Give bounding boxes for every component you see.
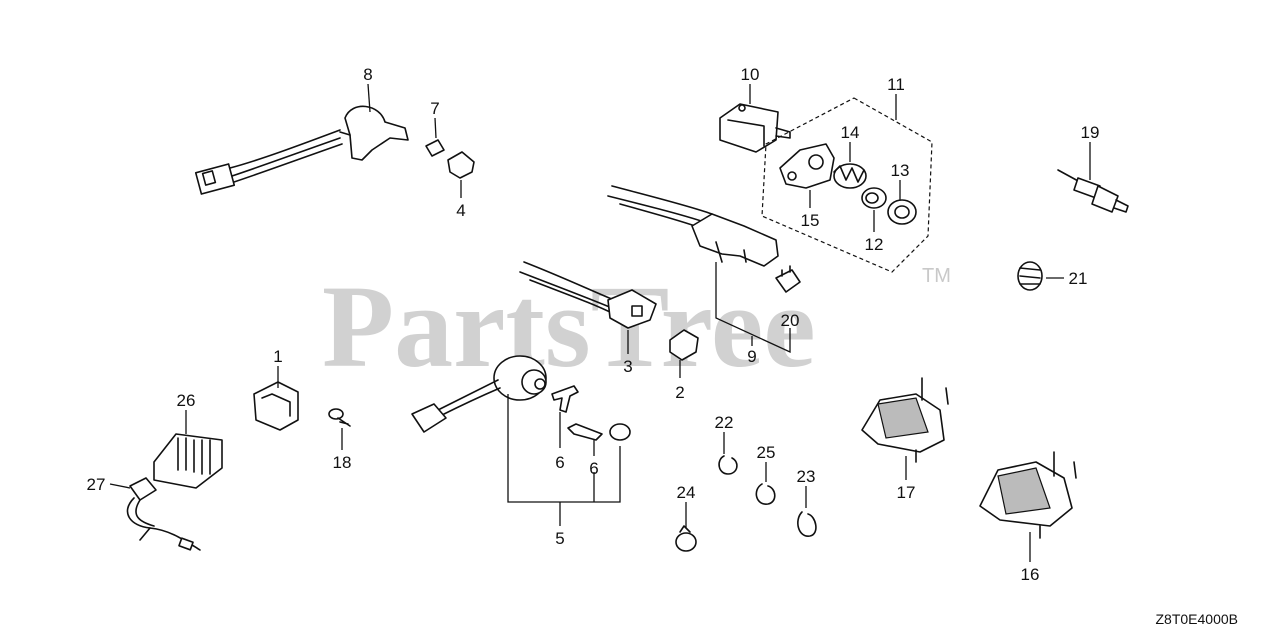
part-4-terminal-cover[interactable] (447, 151, 475, 179)
callout-10: 10 (741, 65, 760, 84)
callout-23: 23 (797, 467, 816, 486)
part-7-terminal-cap[interactable] (425, 139, 445, 157)
callout-14: 14 (841, 123, 860, 142)
callout-13: 13 (891, 161, 910, 180)
part-25-clip[interactable] (755, 483, 776, 505)
part-26-regulator[interactable] (153, 433, 223, 489)
watermark-trademark: TM (922, 265, 951, 287)
callout-15: 15 (801, 211, 820, 230)
callout-4: 4 (456, 201, 465, 220)
part-15-valve-body[interactable] (779, 143, 835, 189)
part-24-clamp[interactable] (675, 525, 697, 552)
callout-19: 19 (1081, 123, 1100, 142)
callout-1: 1 (273, 347, 282, 366)
part-22-clip[interactable] (718, 455, 738, 475)
callout-24: 24 (677, 483, 696, 502)
part-18-screw[interactable] (328, 408, 351, 427)
part-8-ignition-coil[interactable] (194, 105, 409, 195)
part-3-connector-harness[interactable] (519, 261, 657, 329)
part-6-pin-b[interactable] (567, 423, 603, 441)
part-16-engine-mount[interactable] (979, 451, 1077, 539)
drawing-code: Z8T0E4000B (1156, 611, 1239, 627)
callout-7: 7 (430, 99, 439, 118)
callout-6b: 6 (589, 459, 598, 478)
callout-9: 9 (747, 347, 756, 366)
part-21-plug[interactable] (1017, 261, 1043, 291)
part-6-pin-a[interactable] (551, 385, 579, 413)
part-1-bracket[interactable] (253, 381, 299, 431)
part-9-wire-harness[interactable] (607, 185, 779, 267)
callout-20: 20 (781, 311, 800, 330)
part-17-engine-mount[interactable] (861, 377, 949, 463)
part-2-cap[interactable] (669, 329, 699, 361)
callout-25: 25 (757, 443, 776, 462)
callout-16: 16 (1021, 565, 1040, 584)
part-27-harness[interactable] (126, 477, 201, 551)
callout-27: 27 (87, 475, 106, 494)
callout-22: 22 (715, 413, 734, 432)
part-10-switch[interactable] (719, 103, 791, 153)
part-23-clip[interactable] (797, 511, 817, 537)
part-13-ring[interactable] (887, 199, 917, 225)
callout-17: 17 (897, 483, 916, 502)
callout-11: 11 (887, 75, 905, 94)
callout-2: 2 (675, 383, 684, 402)
callout-8: 8 (363, 65, 372, 84)
part-6-clip[interactable] (609, 423, 631, 441)
callout-12: 12 (865, 235, 884, 254)
callout-18: 18 (333, 453, 352, 472)
part-14-spring[interactable] (833, 163, 867, 189)
part-12-seal[interactable] (861, 187, 887, 209)
part-19-spark-plug[interactable] (1057, 169, 1129, 213)
part-20-fuse[interactable] (775, 265, 801, 293)
callout-5: 5 (555, 529, 564, 548)
part-5-solenoid[interactable] (411, 355, 547, 433)
callout-6a: 6 (555, 453, 564, 472)
callout-3: 3 (623, 357, 632, 376)
callout-21: 21 (1069, 269, 1088, 288)
callout-26: 26 (177, 391, 196, 410)
